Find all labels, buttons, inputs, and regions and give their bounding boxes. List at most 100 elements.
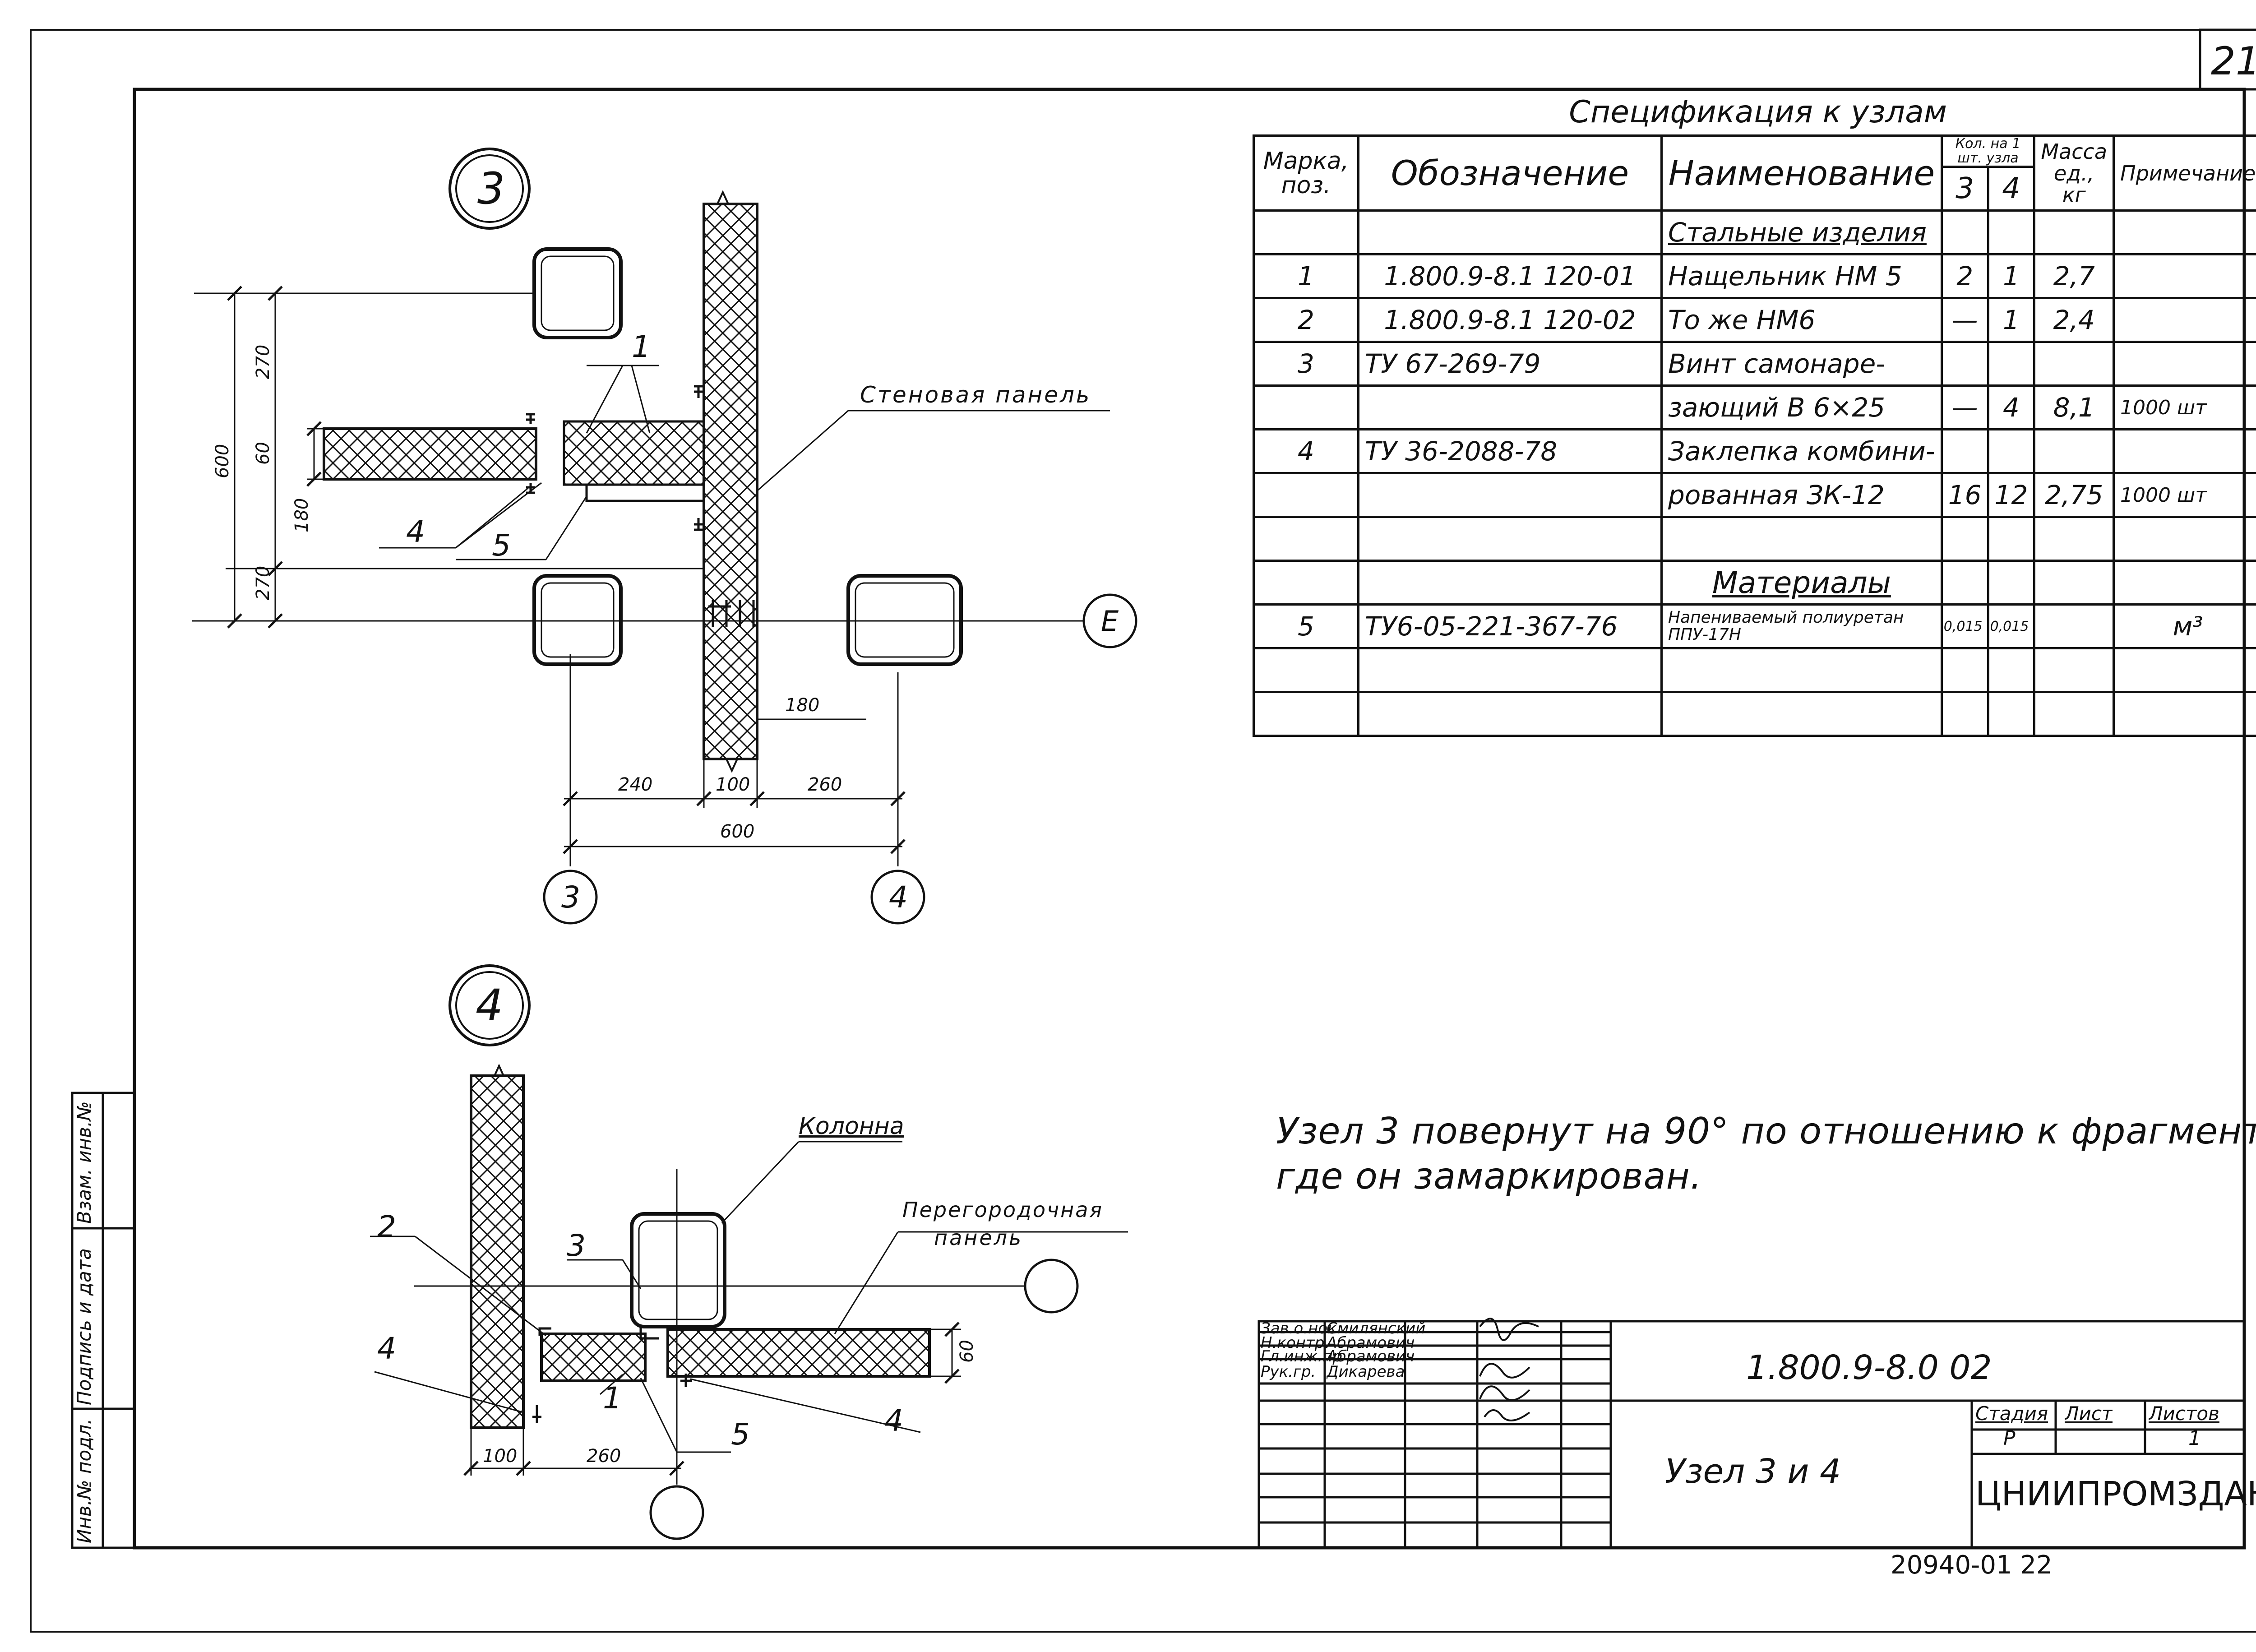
spec-name: Нащельник НМ 5 <box>1660 253 1943 299</box>
spec-q4 <box>1987 647 2036 693</box>
spec-row: Стальные изделия <box>1253 209 2256 255</box>
side-stamp-grid <box>71 1092 136 1549</box>
spec-q3 <box>1940 341 1989 387</box>
node4-partition-label-2: панель <box>934 1226 1023 1250</box>
spec-mark: 3 <box>1253 341 1359 387</box>
spec-q3: 16 <box>1940 472 1989 518</box>
tb-sheets-label: Листов <box>2149 1402 2219 1425</box>
spec-mark <box>1253 384 1359 430</box>
node3-dim-600-vertical: 600 <box>212 444 233 478</box>
tb-role-0: Зав.о.нок <box>1261 1319 1337 1337</box>
spec-row: 3 ТУ 67-269-79 Винт самонаре- <box>1253 341 2256 387</box>
spec-mass <box>2033 560 2115 606</box>
spec-q4 <box>1987 428 2036 474</box>
spec-mark <box>1253 516 1359 562</box>
tb-sheet-label: Лист <box>2065 1402 2113 1425</box>
note-line-2: где он замаркирован. <box>1276 1155 1702 1197</box>
spec-designation <box>1357 647 1663 693</box>
spec-name <box>1660 691 1943 737</box>
spec-row: 4 ТУ 36-2088-78 Заклепка комбини- <box>1253 428 2256 474</box>
tb-role-3: Рук.гр. <box>1261 1363 1316 1381</box>
side-stamp-replace: Взам. инв.№ <box>73 1101 95 1224</box>
node4-drawing <box>370 964 1128 1540</box>
node3-wall-panel <box>703 203 758 760</box>
spec-mass: 2,7 <box>2033 253 2115 299</box>
spec-q3 <box>1940 647 1989 693</box>
spec-name: Материалы <box>1660 560 1943 606</box>
tb-name-2: Абрамович <box>1327 1347 1415 1365</box>
side-stamp-inv: Инв.№ подл. <box>73 1418 95 1543</box>
spec-q3: — <box>1940 297 1989 343</box>
node4-callout-2: 2 <box>377 1209 396 1244</box>
spec-row: 2 1.800.9-8.1 120-02 То же НМ6 — 1 2,4 <box>1253 297 2256 343</box>
node3-callout-4: 4 <box>406 514 425 549</box>
spec-mark <box>1253 472 1359 518</box>
node3-dim-180: 180 <box>291 498 312 532</box>
node3-dim-180-bottom: 180 <box>785 695 820 716</box>
node4-callout-3: 3 <box>567 1228 586 1263</box>
spec-mass <box>2033 603 2115 649</box>
spec-mark <box>1253 647 1359 693</box>
spec-mass: 8,1 <box>2033 384 2115 430</box>
node3-badge-label: 3 <box>477 163 505 214</box>
node3-axis-e-label: Е <box>1101 605 1119 638</box>
spec-header-note: Примечание <box>2113 134 2256 212</box>
spec-note <box>2113 647 2256 693</box>
tb-stage-value: Р <box>2003 1427 2016 1450</box>
spec-table: Спецификация к узлам Марка, поз. Обознач… <box>1253 89 2256 737</box>
spec-row: рованная ЗК-12 16 12 2,75 1000 шт <box>1253 472 2256 518</box>
spec-q4 <box>1987 341 2036 387</box>
node3-badge-circle <box>448 148 531 230</box>
node4-dim-260: 260 <box>587 1446 621 1467</box>
node4-foam-filler <box>540 1333 647 1382</box>
node3-partition-panel <box>323 427 537 481</box>
spec-header-name: Наименование <box>1660 134 1943 212</box>
node3-column-top <box>532 247 623 339</box>
node4-column <box>630 1212 726 1328</box>
spec-mass: 2,75 <box>2033 472 2115 518</box>
spec-mark <box>1253 209 1359 255</box>
title-block: Зав.о.нок Н.контр. Гл.инж.пр Рук.гр. Сми… <box>1259 1319 2256 1541</box>
signatures <box>1479 1318 1539 1421</box>
spec-q3 <box>1940 209 1989 255</box>
spec-designation <box>1357 209 1663 255</box>
node4-badge-circle <box>448 964 531 1046</box>
spec-designation: ТУ6-05-221-367-76 <box>1357 603 1663 649</box>
tb-doc-title: Узел 3 и 4 <box>1665 1452 1841 1491</box>
spec-q3: 2 <box>1940 253 1989 299</box>
tb-doc-code: 1.800.9-8.0 02 <box>1746 1348 1992 1387</box>
spec-name: Заклепка комбини- <box>1660 428 1943 474</box>
spec-mass <box>2033 691 2115 737</box>
node3-dim-100: 100 <box>716 774 750 795</box>
node3-callout-1: 1 <box>632 329 651 364</box>
tb-name-0: Смилянский <box>1327 1319 1426 1337</box>
node3-dim-270-top: 270 <box>253 344 273 379</box>
side-stamp-sign: Подпись и дата <box>73 1248 95 1405</box>
spec-name <box>1660 516 1943 562</box>
spec-q3 <box>1940 691 1989 737</box>
spec-designation: 1.800.9-8.1 120-02 <box>1357 297 1663 343</box>
spec-q3 <box>1940 428 1989 474</box>
spec-row <box>1253 516 2256 562</box>
spec-note <box>2113 209 2256 255</box>
node4-callout-5: 5 <box>731 1417 750 1452</box>
node3-callout-5: 5 <box>492 528 511 563</box>
spec-q3: 0,015 <box>1940 603 1989 649</box>
spec-note: м³ <box>2113 603 2256 649</box>
spec-note: 1000 шт <box>2113 384 2256 430</box>
node3-dim-240: 240 <box>618 774 653 795</box>
spec-note <box>2113 341 2256 387</box>
spec-designation <box>1357 516 1663 562</box>
node4-callout-4-right: 4 <box>884 1403 903 1438</box>
node4-partition-label-1: Перегородочная <box>902 1198 1104 1222</box>
node4-dim-100: 100 <box>483 1446 518 1467</box>
spec-q4 <box>1987 560 2036 606</box>
spec-name: Стальные изделия <box>1660 209 1943 255</box>
spec-title: Спецификация к узлам <box>1253 89 2256 137</box>
node4-badge-label: 4 <box>476 980 504 1031</box>
spec-note <box>2113 253 2256 299</box>
spec-q4 <box>1987 691 2036 737</box>
node3-dim-60: 60 <box>253 442 273 465</box>
spec-header-qty-3: 3 <box>1940 166 1989 212</box>
